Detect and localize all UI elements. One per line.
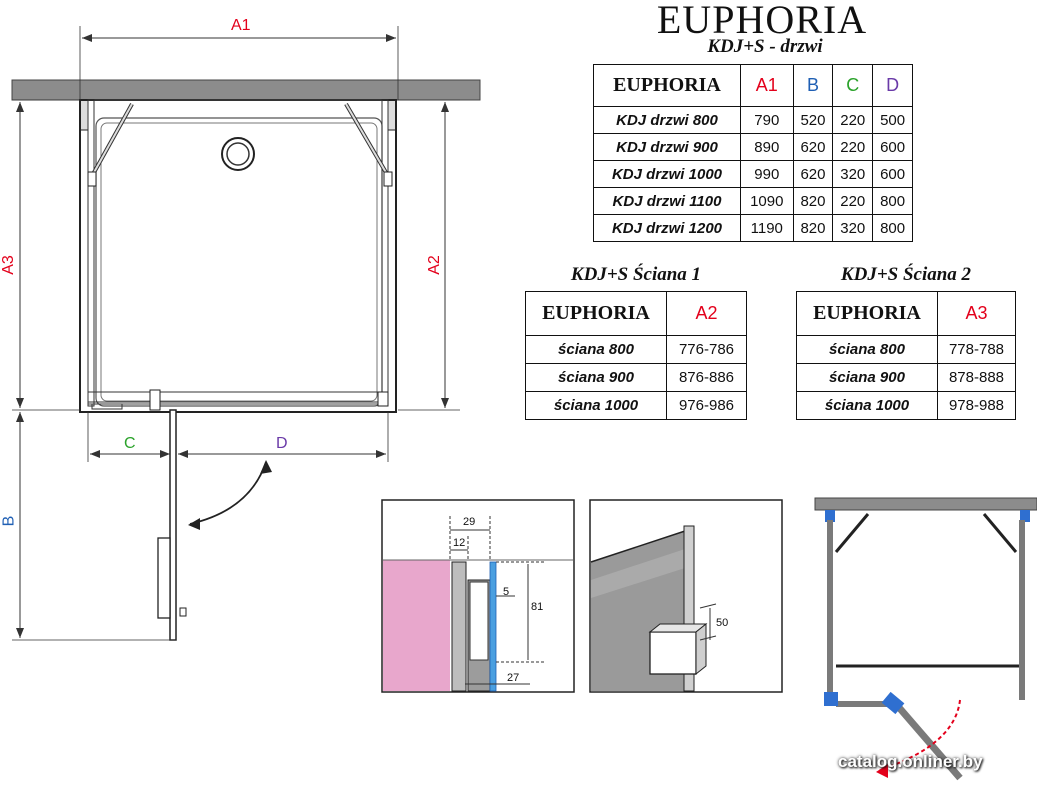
doors-subtitle: KDJ+S - drzwi bbox=[707, 36, 823, 57]
table-row: ściana 800 778-788 bbox=[796, 335, 1016, 364]
shower-tray bbox=[79, 99, 397, 413]
doors-header-c: C bbox=[832, 64, 874, 107]
table-row: KDJ drzwi 1000 990 620 320 600 bbox=[593, 160, 913, 188]
doors-header-model: EUPHORIA bbox=[593, 64, 741, 107]
drain-icon bbox=[221, 137, 255, 171]
table-row: ściana 1000 978-988 bbox=[796, 391, 1016, 420]
table-row: KDJ drzwi 1200 1190 820 320 800 bbox=[593, 214, 913, 242]
table-row: ściana 1000 976-986 bbox=[525, 391, 747, 420]
wall-bar bbox=[11, 79, 481, 101]
wall2-header-model: EUPHORIA bbox=[796, 291, 938, 336]
detail-3-wall bbox=[814, 497, 1037, 511]
table-row: KDJ drzwi 800 790 520 220 500 bbox=[593, 106, 913, 134]
doors-header-a1: A1 bbox=[740, 64, 794, 107]
doors-table: EUPHORIA A1 B C D KDJ drzwi 800 790 520 … bbox=[593, 64, 913, 242]
wall1-caption: KDJ+S Ściana 1 bbox=[570, 264, 702, 285]
wall2-caption: KDJ+S Ściana 2 bbox=[840, 264, 972, 285]
wall1-table: EUPHORIA A2 ściana 800 776-786 ściana 90… bbox=[525, 291, 747, 420]
product-title: EUPHORIA bbox=[656, 0, 868, 42]
table-row: ściana 900 878-888 bbox=[796, 363, 1016, 392]
detail2-dim-50: 50 bbox=[716, 617, 729, 629]
table-row: ściana 800 776-786 bbox=[525, 335, 747, 364]
doors-header-d: D bbox=[872, 64, 913, 107]
doors-header-b: B bbox=[792, 64, 834, 107]
detail1-dim-29: 29 bbox=[463, 516, 476, 528]
wall2-header-a3: A3 bbox=[937, 291, 1016, 336]
table-row: KDJ drzwi 1100 1090 820 220 800 bbox=[593, 187, 913, 215]
dim-b-label: B bbox=[0, 515, 18, 527]
detail1-dim-5: 5 bbox=[503, 586, 510, 598]
watermark-text: catalog.onliner.by bbox=[838, 752, 983, 771]
dim-c-label: C bbox=[124, 435, 136, 452]
dim-d-label: D bbox=[276, 435, 288, 452]
table-row: KDJ drzwi 900 890 620 220 600 bbox=[593, 133, 913, 161]
wall1-header-model: EUPHORIA bbox=[525, 291, 667, 336]
table-row: ściana 900 876-886 bbox=[525, 363, 747, 392]
detail1-dim-81: 81 bbox=[531, 601, 544, 613]
dim-a1-label: A1 bbox=[231, 17, 251, 34]
wall1-header-a2: A2 bbox=[666, 291, 747, 336]
dim-a3-label: A3 bbox=[0, 255, 17, 275]
detail1-dim-12: 12 bbox=[453, 537, 466, 549]
wall2-table: EUPHORIA A3 ściana 800 778-788 ściana 90… bbox=[796, 291, 1016, 420]
dim-a2-label: A2 bbox=[425, 255, 443, 275]
detail1-dim-27: 27 bbox=[507, 672, 520, 684]
